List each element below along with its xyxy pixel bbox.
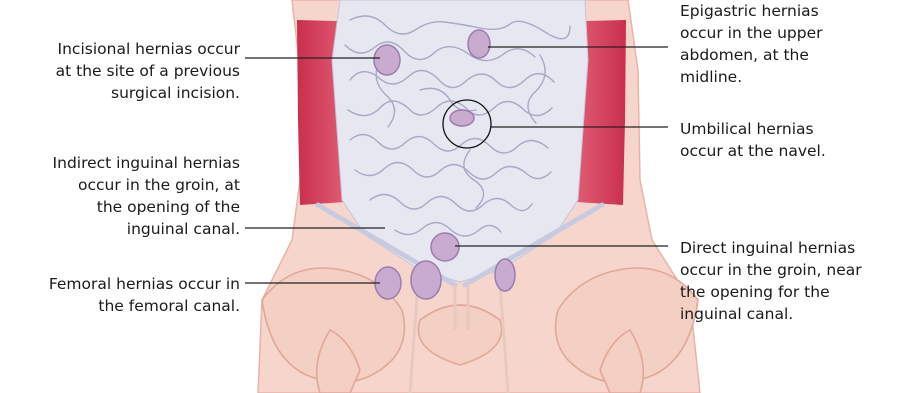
callout-incisional: Incisional hernias occur at the site of … <box>0 38 240 104</box>
indirect-inguinal-hernia-right <box>495 259 515 291</box>
epigastric-hernia <box>468 30 490 58</box>
incisional-hernia <box>374 45 400 75</box>
callout-indirect-inguinal: Indirect inguinal hernias occur in the g… <box>0 152 240 240</box>
callout-direct-inguinal: Direct inguinal hernias occur in the gro… <box>680 237 911 325</box>
direct-inguinal-hernia <box>431 233 459 261</box>
indirect-inguinal-hernia-left <box>411 261 441 299</box>
callout-femoral: Femoral hernias occur in the femoral can… <box>0 273 240 317</box>
callout-epigastric: Epigastric hernias occur in the upper ab… <box>680 0 908 88</box>
umbilical-hernia <box>450 110 474 126</box>
callout-umbilical: Umbilical hernias occur at the navel. <box>680 118 908 162</box>
